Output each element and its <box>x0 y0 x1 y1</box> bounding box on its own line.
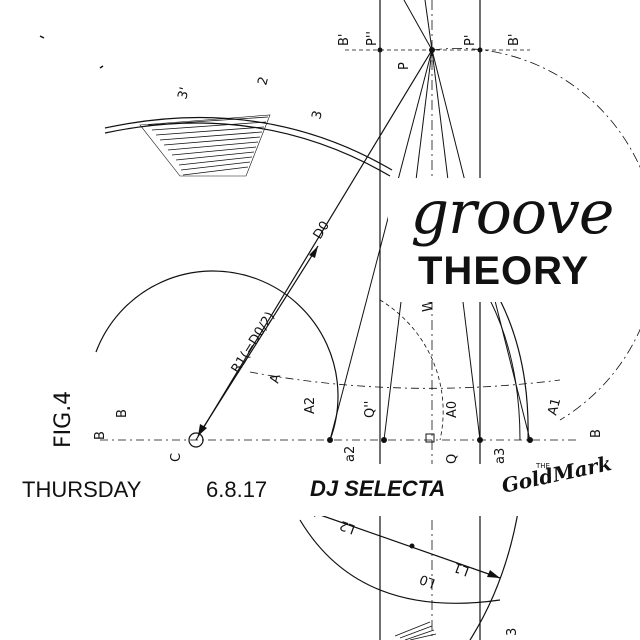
a2-label: A2 <box>303 397 318 414</box>
venue-logo-small-text: THE <box>536 462 550 470</box>
radius-label: R1(=D0/2) <box>229 309 278 376</box>
event-info-bar <box>0 464 640 516</box>
three-label: 3 <box>309 109 326 121</box>
a3-label: a3 <box>493 448 508 464</box>
event-title-script: groove <box>410 178 615 248</box>
two-label: 2 <box>255 75 272 87</box>
venue-logo: THE GoldMark <box>500 451 614 510</box>
performer-name: DJ SELECTA <box>310 476 446 501</box>
b-right-label: B <box>589 429 604 438</box>
b-left-label: B <box>93 431 108 440</box>
three-lower-label: 3 <box>505 628 520 636</box>
event-date: 6.8.17 <box>206 477 268 502</box>
c-label: C <box>169 453 184 462</box>
w-label: W <box>421 299 436 312</box>
a0-label: A0 <box>445 401 460 418</box>
b-prime-right-label: B' <box>507 34 522 47</box>
q-label: Q <box>445 454 460 464</box>
a2-lower-label: a2 <box>343 446 358 462</box>
event-day: THURSDAY <box>22 477 142 502</box>
b-left-label-2: B <box>115 409 130 418</box>
title-backdrop <box>388 178 640 302</box>
p-double-prime-label: P'' <box>365 31 380 46</box>
p-prime-label: P' <box>463 35 478 46</box>
d0-label: D0 <box>311 219 333 242</box>
b-prime-left-label: B' <box>337 34 352 47</box>
a-label: A <box>267 372 284 385</box>
fig-label: FIG.4 <box>51 391 76 448</box>
three-prime-label: 3' <box>175 86 193 101</box>
a1-label: A1 <box>545 397 564 417</box>
p-label: P <box>397 62 412 70</box>
q-double-prime-label: Q'' <box>363 401 378 418</box>
l1-label: L1 <box>452 559 472 578</box>
event-title-block: THEORY <box>418 249 590 293</box>
l0-label: L0 <box>418 571 438 590</box>
l2-label: L2 <box>338 517 358 536</box>
